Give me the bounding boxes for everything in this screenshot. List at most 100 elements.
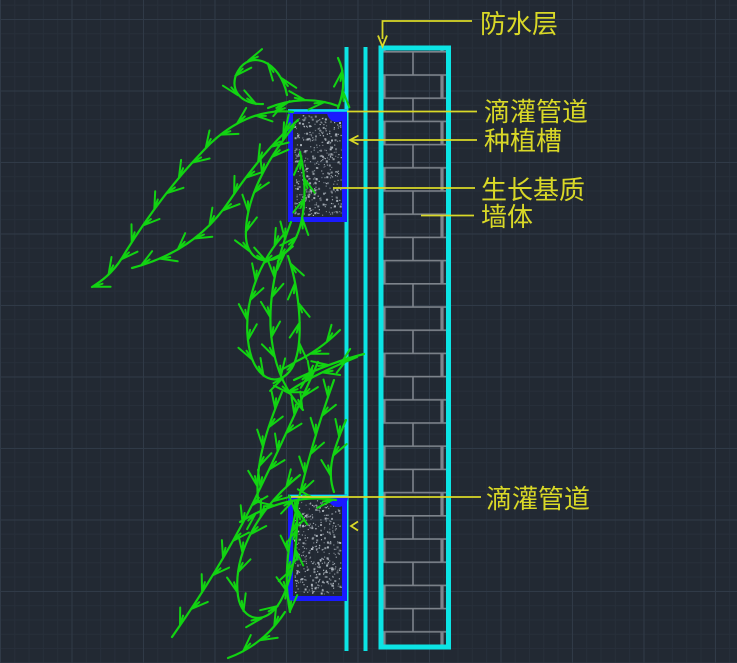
vine-thorn [120,250,139,261]
vine-thorn [270,148,290,158]
vine-thorn [307,100,326,111]
vine-thorn [244,216,258,233]
vine-thorn [280,499,295,515]
vine-thorn [165,186,185,195]
vine-thorn [271,494,292,503]
label-planting-trough[interactable]: 种植槽 [484,127,562,156]
vine-thorn [298,455,306,475]
vine-thorn [322,378,330,398]
vine-thorn [246,323,258,341]
vine-thorn [262,253,282,264]
vine-thorn [193,233,214,240]
vine-thorn [258,634,279,642]
vine-thorn [266,62,275,82]
vine-thorn [298,341,308,360]
label-drip-pipe-lower[interactable]: 滴灌管道 [486,485,590,514]
vine-thorn [289,262,305,277]
vine-thorn [220,539,227,560]
leader-waterproof[interactable] [377,20,472,49]
vine-thorn [310,360,330,367]
vine-strand [233,59,289,106]
drip-pipe-upper [327,112,347,122]
vine-thorn [177,158,185,179]
vine-thorn [325,323,334,344]
vine-strand [246,230,301,381]
vine-thorn [176,232,187,251]
vine-thorn [237,346,254,361]
vine-thorn [254,114,274,123]
climbing-vines[interactable] [90,48,366,660]
vine-thorn [237,303,249,321]
vine-thorn [153,190,159,211]
vine-thorn [208,206,216,227]
vine-thorn [278,245,294,260]
vine-thorn [277,568,294,583]
vine-thorn [274,432,281,453]
vine-thorn [309,349,330,355]
vine-thorn [255,500,276,508]
label-growth-substrate[interactable]: 生长基质 [481,176,585,205]
planter-trough-upper[interactable] [288,109,347,222]
vine-thorn [158,256,179,263]
vine-thorn [299,479,315,494]
vine-thorn [256,428,264,448]
vine-thorn [332,443,348,457]
vine-thorn [285,422,303,435]
vine-thorn [294,548,305,567]
vine-thorn [242,634,252,653]
label-waterproof-layer[interactable]: 防水层 [480,10,558,39]
vine-thorn [270,282,285,299]
vine-thorn [280,77,298,89]
vine-strand [238,497,338,524]
wall-brick-hatch [383,50,447,645]
vine-thorn [316,498,335,509]
vine-thorn [279,534,290,553]
vine-thorn [284,587,291,607]
vine-thorn [239,504,246,525]
vine-thorn [274,100,291,113]
vine-thorn [236,106,248,125]
vine-thorn [179,606,185,627]
vine-thorn [190,600,209,610]
label-wall-body[interactable]: 墙体 [481,203,533,232]
vine-thorn [246,512,257,531]
vine-thorn [240,592,247,613]
vine-thorn [301,386,319,398]
vine-thorn [309,416,317,437]
vine-thorn [334,418,342,438]
leader-planting-trough[interactable] [348,134,477,146]
vine-thorn [191,156,211,164]
vine-thorn [290,518,306,533]
vine-thorn [320,459,332,477]
label-drip-pipe-upper[interactable]: 滴灌管道 [484,98,588,127]
vine-thorn [279,357,287,377]
vine-thorn [292,197,306,214]
vine-thorn [283,113,291,134]
vine-thorn [273,384,292,395]
vine-thorn [249,525,268,536]
vine-thorn [270,320,282,339]
vine-thorn [226,576,239,594]
wall[interactable] [378,45,451,650]
vine-thorn [200,573,206,594]
vine-thorn [204,129,212,150]
vine-thorn [219,130,240,136]
vine-thorn [341,89,351,109]
vine-thorn [233,174,239,195]
vine-thorn [244,170,264,179]
vine-thorn [259,300,272,319]
vine-thorn [273,607,280,628]
vine-thorn [286,281,297,301]
vine-strand [285,378,336,614]
vine-thorn [282,121,288,142]
vine-thorn [247,469,259,488]
vine-thorn [245,617,263,629]
leader-arrowhead-icon [348,134,359,146]
vine-strand [293,328,342,364]
vine-thorn [333,69,344,88]
vine-thorn [241,193,250,213]
vine-thorn [267,415,284,429]
vine-thorn [296,508,309,526]
